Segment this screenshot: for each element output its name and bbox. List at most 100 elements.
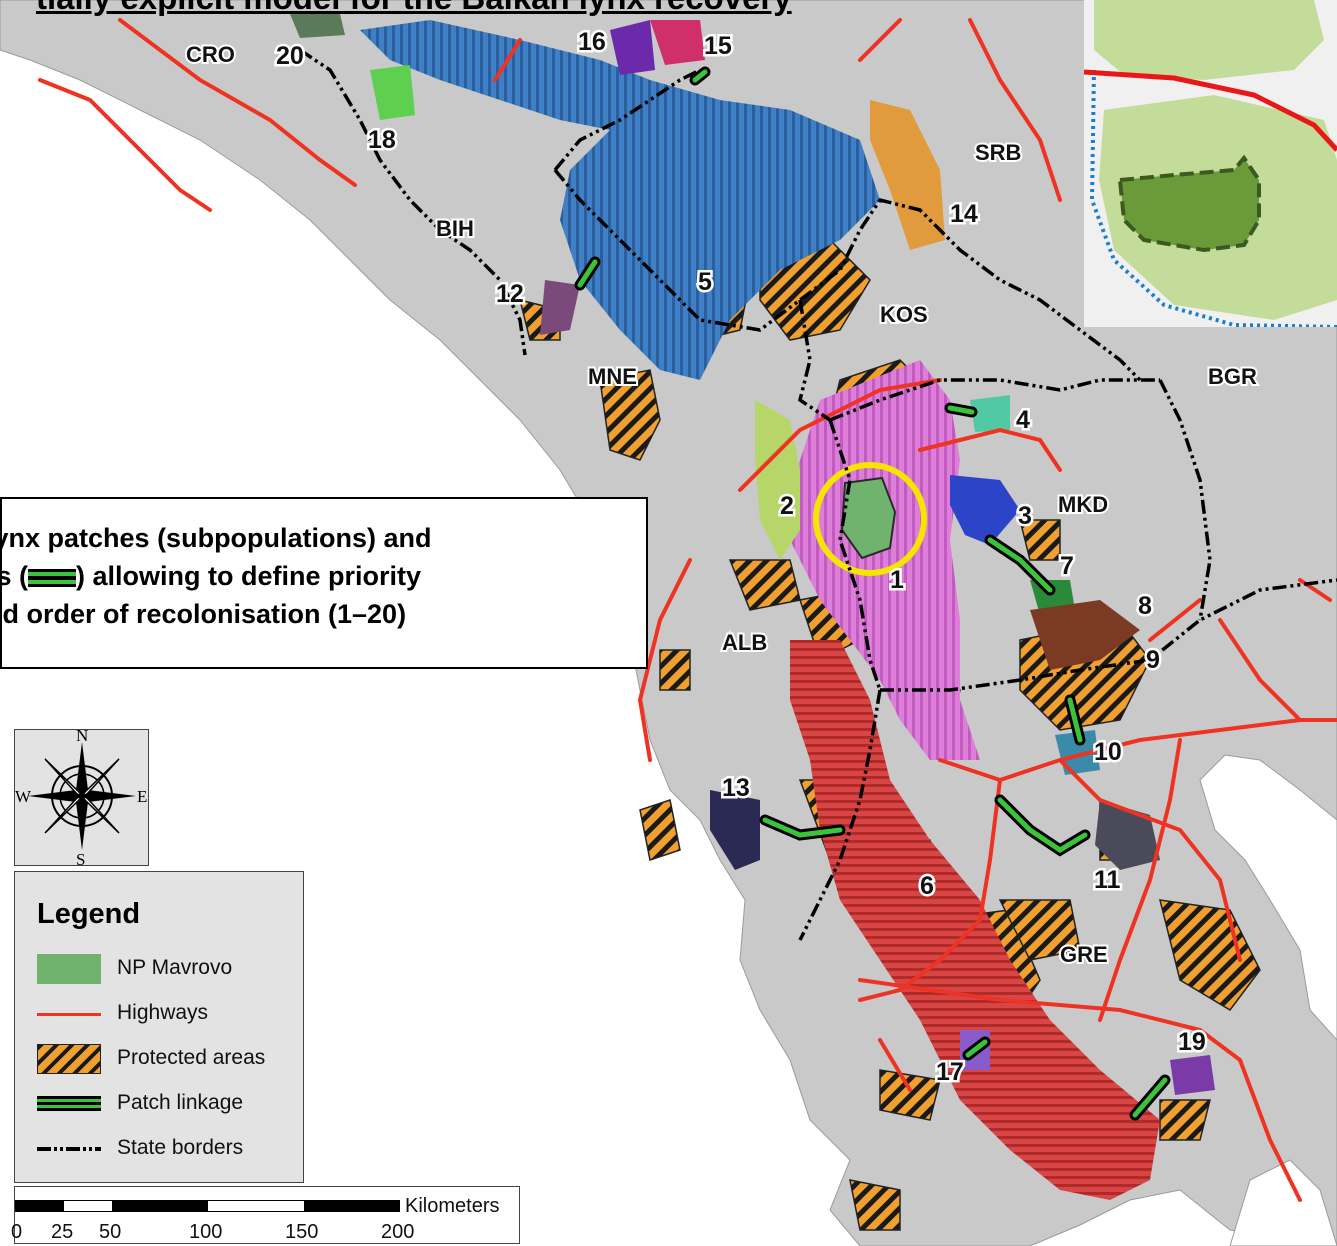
info-line-2-end: ) allowing to define priority: [76, 561, 422, 591]
label-alb: ALB: [722, 630, 767, 655]
patch-label-14: 14: [950, 200, 978, 228]
info-line-2: rs ( ) allowing to define priority: [2, 557, 646, 595]
patch-label-1: 1: [890, 566, 904, 594]
label-bgr: BGR: [1208, 364, 1257, 389]
label-srb: SRB: [975, 140, 1021, 165]
highways: [38, 18, 1337, 1202]
legend: Legend NP Mavrovo Highways Protected are…: [14, 871, 304, 1183]
scale-tick-25: 25: [51, 1221, 74, 1243]
patch-label-13: 13: [722, 774, 750, 802]
patch-label-17: 17: [936, 1058, 964, 1086]
legend-item-state-borders: State borders: [37, 1132, 302, 1166]
legend-item-highways: Highways: [37, 997, 302, 1031]
legend-title: Legend: [37, 898, 141, 930]
patch-label-8: 8: [1138, 592, 1152, 620]
legend-item-protected-areas: Protected areas: [37, 1042, 302, 1076]
patch-label-4: 4: [1016, 406, 1030, 434]
compass-graphic: N S W E: [15, 726, 147, 869]
green-fill-swatch-icon: [37, 954, 101, 984]
patch-12-purple: [540, 280, 580, 335]
inset-diagram-graphic: [1084, 0, 1337, 327]
patch-label-15: 15: [704, 32, 732, 60]
patch-20-gray: [290, 14, 345, 38]
patch-number-labels: 1 2 3 4 5 6 7 8 9 10 11 12 13 14 15 16 1…: [274, 26, 1209, 1089]
np-mavrovo: [840, 476, 897, 560]
aegean-sea: [1199, 754, 1337, 1041]
scale-tick-200: 200: [381, 1221, 415, 1243]
hatched-swatch-icon: [37, 1044, 101, 1074]
scale-tick-0: 0: [11, 1221, 23, 1243]
compass-s: S: [76, 850, 85, 867]
compass-n: N: [76, 730, 88, 745]
red-line-icon: [37, 999, 101, 1029]
patch-label-16: 16: [578, 28, 606, 56]
patch-label-6: 6: [920, 872, 934, 900]
legend-item-np-mavrovo: NP Mavrovo: [37, 952, 302, 986]
scale-bar: Kilometers 0 25 50 100 150 200: [11, 1186, 520, 1244]
patch-4-teal: [970, 395, 1010, 432]
legend-item-patch-linkage: Patch linkage: [37, 1087, 302, 1121]
patch-label-19: 19: [1178, 1028, 1206, 1056]
patch-14-orange: [870, 100, 945, 250]
page-title: tially explicit model for the Balkan lyn…: [36, 0, 1086, 18]
patch-label-11: 11: [1094, 866, 1121, 894]
legend-label: Protected areas: [117, 1046, 266, 1069]
patch-label-9: 9: [1146, 646, 1160, 674]
scale-bar-track: [15, 1200, 400, 1212]
patch-label-10: 10: [1094, 738, 1122, 766]
patch-label-3: 3: [1018, 502, 1032, 530]
green-black-striped-line-icon: [37, 1089, 101, 1119]
label-bih: BIH: [436, 216, 474, 241]
compass-w: W: [15, 787, 32, 806]
patch-label-2: 2: [780, 492, 794, 520]
scale-unit: Kilometers: [405, 1195, 500, 1217]
patch-13-navy: [710, 790, 760, 870]
inset-patch-core: [1117, 154, 1261, 253]
dash-dot-line-icon: [37, 1134, 101, 1164]
scale-tick-150: 150: [285, 1221, 319, 1243]
patch-8-brown: [1030, 600, 1140, 670]
gulf: [1229, 1159, 1337, 1246]
scale-tick-100: 100: [189, 1221, 223, 1243]
patch-5-blue: [360, 20, 880, 380]
patch-linkage-icon: [28, 569, 77, 587]
patch-1-pink: [780, 360, 980, 760]
inset-patch-top: [1094, 0, 1324, 80]
mavrovo-highlight-circle: [813, 462, 927, 576]
info-box: lynx patches (subpopulations) and rs ( ) …: [0, 497, 648, 669]
lynx-patches: [290, 14, 1215, 1200]
info-line-3: nd order of recolonisation (1–20): [0, 599, 407, 629]
patch-19-purple: [1170, 1055, 1215, 1095]
info-line-1: lynx patches (subpopulations) and: [0, 523, 432, 553]
patch-3-darkblue: [950, 475, 1020, 545]
patch-label-20: 20: [276, 42, 304, 70]
country-labels: CRO BIH SRB KOS MNE BGR MKD ALB GRE: [184, 40, 1259, 969]
patch-label-7: 7: [1060, 552, 1074, 580]
compass-e: E: [137, 787, 147, 806]
patch-label-18: 18: [368, 126, 396, 154]
label-cro: CRO: [186, 42, 235, 67]
patch-label-12: 12: [496, 280, 524, 308]
legend-label: NP Mavrovo: [117, 956, 233, 979]
patch-18-green: [370, 65, 415, 120]
legend-label: Highways: [117, 1001, 209, 1024]
patch-16-violet: [610, 20, 655, 75]
inset-boundary: [1089, 69, 1337, 327]
label-mne: MNE: [588, 364, 637, 389]
compass-rose: N S W E: [14, 726, 149, 869]
patch-linkages: [574, 66, 1171, 1121]
inset-highway: [1084, 69, 1337, 152]
patch-label-5: 5: [698, 268, 712, 296]
label-gre: GRE: [1060, 942, 1108, 967]
patch-6-red: [790, 640, 1160, 1200]
info-line-2-start: rs (: [2, 561, 29, 591]
legend-label: Patch linkage: [117, 1091, 244, 1114]
patch-15-magenta: [650, 20, 705, 65]
inset-diagram: [1084, 0, 1337, 327]
label-kos: KOS: [880, 302, 928, 327]
state-borders: [299, 48, 1337, 941]
scale-tick-50: 50: [99, 1221, 122, 1243]
label-mkd: MKD: [1058, 492, 1108, 517]
legend-label: State borders: [117, 1136, 244, 1159]
